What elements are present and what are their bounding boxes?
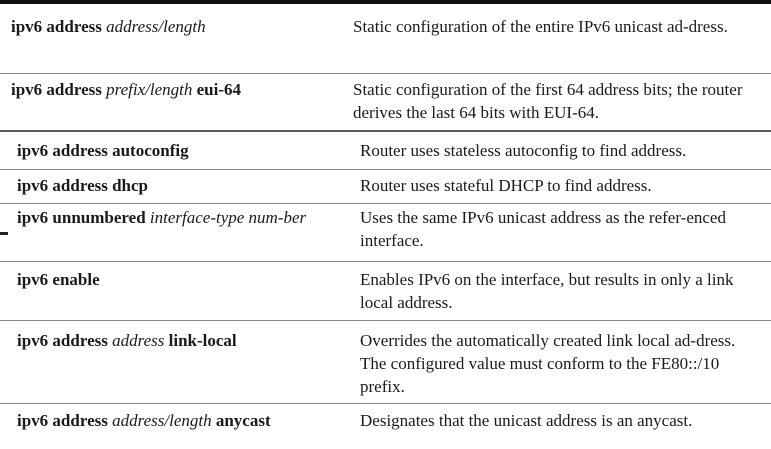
command-keyword: ipv6 address [11, 17, 107, 36]
description-text: Router uses stateless autoconfig to find… [360, 141, 687, 160]
description-cell: Static configuration of the first 64 add… [353, 74, 771, 130]
command-argument: prefix/length [106, 80, 193, 99]
description-cell: Overrides the automatically created link… [360, 321, 771, 403]
description-cell: Router uses stateless autoconfig to find… [360, 135, 771, 169]
description-text: Router uses stateful DHCP to find addres… [360, 176, 652, 195]
command-cell: ipv6 address dhcp [0, 170, 360, 203]
command-keyword: ipv6 address [17, 331, 113, 350]
table-top-rule [0, 0, 771, 4]
command-cell: ipv6 address address link-local [0, 321, 360, 403]
command-cell: ipv6 address address/length anycast [0, 404, 360, 440]
description-text: Uses the same IPv6 unicast address as th… [360, 208, 726, 250]
table-row: ipv6 address address/length anycast Desi… [0, 404, 771, 440]
table-row: ipv6 enable Enables IPv6 on the interfac… [0, 262, 771, 321]
table-row: ipv6 unnumbered interface-type num-ber U… [0, 204, 771, 262]
command-keyword: ipv6 unnumbered [17, 208, 150, 227]
description-text: Designates that the unicast address is a… [360, 411, 693, 430]
command-keyword: ipv6 address [11, 80, 107, 99]
command-argument: address [112, 331, 165, 350]
command-cell: ipv6 enable [0, 262, 360, 320]
command-argument: address/length [106, 17, 206, 36]
description-text: Overrides the automatically created link… [360, 331, 736, 396]
description-text: Static configuration of the first 64 add… [353, 80, 743, 122]
command-argument: interface-type num-ber [149, 208, 307, 227]
description-cell: Designates that the unicast address is a… [360, 404, 771, 440]
command-keyword: ipv6 address dhcp [17, 176, 149, 195]
command-keyword: eui-64 [192, 80, 241, 99]
command-keyword: ipv6 enable [17, 270, 100, 289]
margin-change-mark [0, 232, 8, 235]
command-keyword: link-local [164, 331, 237, 350]
command-cell: ipv6 unnumbered interface-type num-ber [0, 204, 360, 261]
command-keyword: anycast [211, 411, 271, 430]
description-cell: Static configuration of the entire IPv6 … [353, 4, 771, 73]
command-keyword: ipv6 address autoconfig [17, 141, 189, 160]
description-cell: Enables IPv6 on the interface, but resul… [360, 262, 771, 320]
description-cell: Uses the same IPv6 unicast address as th… [360, 204, 771, 261]
command-cell: ipv6 address autoconfig [0, 135, 360, 169]
table-row: ipv6 address dhcp Router uses stateful D… [0, 170, 771, 204]
description-text: Enables IPv6 on the interface, but resul… [360, 270, 734, 312]
table-row: ipv6 address address/length Static confi… [0, 4, 771, 74]
command-cell: ipv6 address prefix/length eui-64 [0, 74, 353, 130]
description-text: Static configuration of the entire IPv6 … [353, 17, 728, 36]
command-keyword: ipv6 address [17, 411, 113, 430]
command-argument: address/length [112, 411, 212, 430]
table-row: ipv6 address prefix/length eui-64 Static… [0, 74, 771, 132]
command-cell: ipv6 address address/length [0, 4, 353, 73]
ipv6-command-table: ipv6 address address/length Static confi… [0, 4, 771, 440]
description-cell: Router uses stateful DHCP to find addres… [360, 170, 771, 203]
table-row: ipv6 address address link-local Override… [0, 321, 771, 404]
table-row: ipv6 address autoconfig Router uses stat… [0, 135, 771, 170]
